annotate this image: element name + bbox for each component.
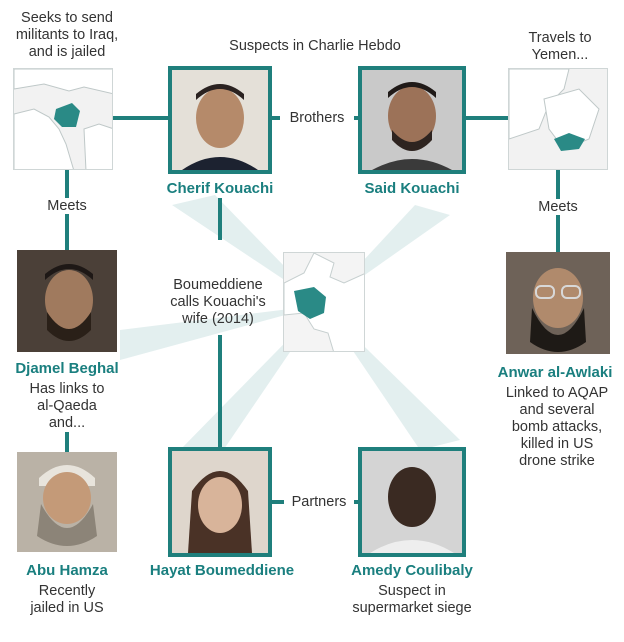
name-cherif-kouachi: Cherif Kouachi xyxy=(166,180,274,197)
portrait-cherif xyxy=(172,70,268,170)
map-yemen-graphic xyxy=(509,69,600,151)
photo-cherif-kouachi xyxy=(168,66,272,174)
connector-brothers: Brothers xyxy=(280,110,354,126)
map-europe xyxy=(283,252,365,352)
portrait-amedy xyxy=(362,451,462,553)
note-yemen: Travels to Yemen... xyxy=(528,30,592,63)
map-iraq-graphic xyxy=(14,69,112,169)
diagram-header: Suspects in Charlie Hebdo xyxy=(229,38,401,54)
name-said-kouachi: Said Kouachi xyxy=(364,180,460,197)
desc-anwar-al-awlaki: Linked to AQAP and several bomb attacks,… xyxy=(505,385,609,469)
note-iraq: Seeks to send militants to Iraq, and is … xyxy=(15,10,119,60)
map-iraq xyxy=(13,68,113,170)
name-hayat-boumeddiene: Hayat Boumeddiene xyxy=(149,562,295,579)
photo-amedy-coulibaly xyxy=(358,447,466,557)
connector-partners: Partners xyxy=(284,494,354,510)
name-abu-hamza: Abu Hamza xyxy=(26,562,108,579)
ray-djamel xyxy=(120,305,322,360)
portrait-abu xyxy=(17,452,117,552)
connector-meets-left: Meets xyxy=(37,198,97,214)
desc-abu-hamza: Recently jailed in US xyxy=(30,583,104,616)
name-djamel-beghal: Djamel Beghal xyxy=(15,360,119,377)
photo-anwar-al-awlaki xyxy=(506,252,610,354)
name-anwar-al-awlaki: Anwar al-Awlaki xyxy=(497,364,613,381)
note-france: Boumeddiene calls Kouachi's wife (2014) xyxy=(170,277,266,327)
name-amedy-coulibaly: Amedy Coulibaly xyxy=(351,562,473,579)
map-europe-graphic xyxy=(284,253,364,351)
portrait-anwar xyxy=(506,252,610,354)
portrait-hayat xyxy=(172,451,268,553)
desc-amedy-coulibaly: Suspect in supermarket siege xyxy=(352,583,472,616)
portrait-said xyxy=(362,70,462,170)
photo-said-kouachi xyxy=(358,66,466,174)
photo-hayat-boumeddiene xyxy=(168,447,272,557)
photo-abu-hamza xyxy=(17,452,117,552)
desc-djamel-beghal: Has links to al-Qaeda and... xyxy=(29,381,105,431)
map-yemen xyxy=(508,68,608,170)
photo-djamel-beghal xyxy=(17,250,117,352)
portrait-djamel xyxy=(17,250,117,352)
connector-meets-right: Meets xyxy=(528,199,588,215)
